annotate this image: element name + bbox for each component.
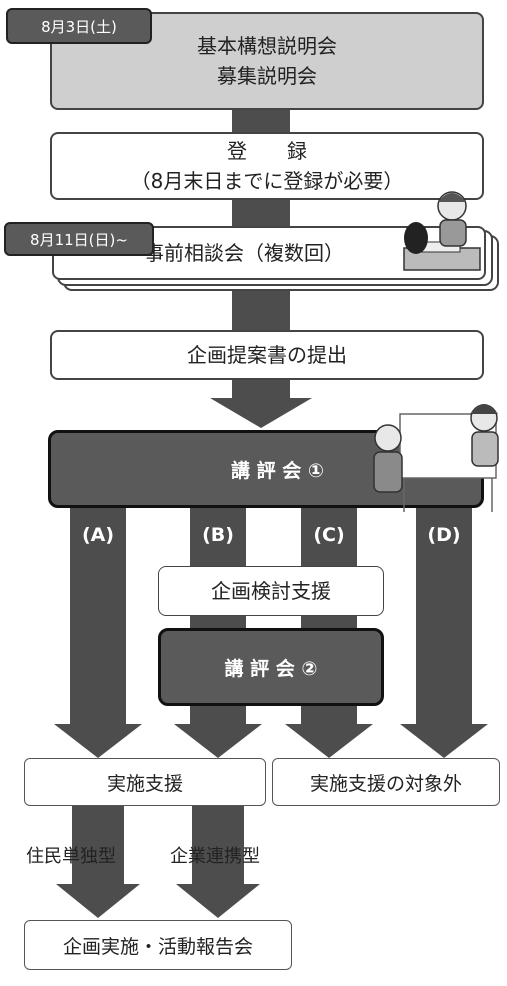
bottom-left-arrowhead	[56, 884, 140, 918]
resident-only-type-label: 住民単独型	[26, 846, 116, 867]
planning-support-label: 企画検討支援	[211, 579, 331, 603]
lane-b-label: (B)	[202, 524, 234, 546]
lane-c-label: (C)	[313, 524, 345, 546]
lane-b-arrowhead	[174, 724, 262, 758]
registration-note: （8月末日までに登録が必要）	[130, 169, 404, 193]
final-report-box: 企画実施・活動報告会	[24, 920, 292, 970]
proposal-submission-label: 企画提案書の提出	[187, 343, 347, 367]
bottom-right-shaft	[192, 806, 244, 886]
arrow-to-review1	[210, 398, 312, 428]
review-session-2-box: 講 評 会 ②	[158, 628, 384, 706]
date-tag-aug3: 8月3日(土)	[6, 8, 152, 44]
connector-2	[232, 200, 290, 230]
lane-a-arrowhead	[54, 724, 142, 758]
connector-4	[232, 380, 290, 400]
planning-support-box: 企画検討支援	[158, 566, 384, 616]
proposal-submission-box: 企画提案書の提出	[50, 330, 484, 380]
briefing-line-1: 基本構想説明会	[197, 34, 337, 58]
connector-1	[232, 110, 290, 132]
bottom-right-arrowhead	[176, 884, 260, 918]
not-eligible-label: 実施支援の対象外	[309, 772, 462, 795]
implementation-support-box: 実施支援	[24, 758, 266, 806]
final-report-label: 企画実施・活動報告会	[62, 935, 253, 958]
implementation-support-label: 実施支援	[106, 772, 183, 795]
registration-title: 登 録	[227, 139, 307, 163]
briefing-session-box: 基本構想説明会 募集説明会	[50, 12, 484, 110]
lane-d-arrowhead	[400, 724, 488, 758]
not-eligible-box: 実施支援の対象外	[272, 758, 500, 806]
registration-box: 登 録 （8月末日までに登録が必要）	[50, 132, 484, 200]
lane-a-label: (A)	[81, 524, 115, 546]
lane-c-arrowhead	[285, 724, 373, 758]
connector-3	[232, 290, 290, 330]
lane-d-shaft	[416, 508, 472, 726]
lane-a-shaft	[70, 508, 126, 726]
pre-consultation-label: 事前相談会（複数回）	[144, 241, 344, 265]
review-session-1-label: 講 評 会 ①	[231, 459, 324, 482]
date-tag-aug11: 8月11日(日)~	[4, 222, 154, 256]
corporate-partnership-type-label: 企業連携型	[170, 846, 260, 867]
briefing-line-2: 募集説明会	[217, 64, 317, 88]
bottom-left-shaft	[72, 806, 124, 886]
review-session-1-box: 講 評 会 ①	[48, 430, 484, 508]
review-session-2-label: 講 評 会 ②	[224, 657, 318, 680]
lane-d-label: (D)	[427, 524, 461, 546]
